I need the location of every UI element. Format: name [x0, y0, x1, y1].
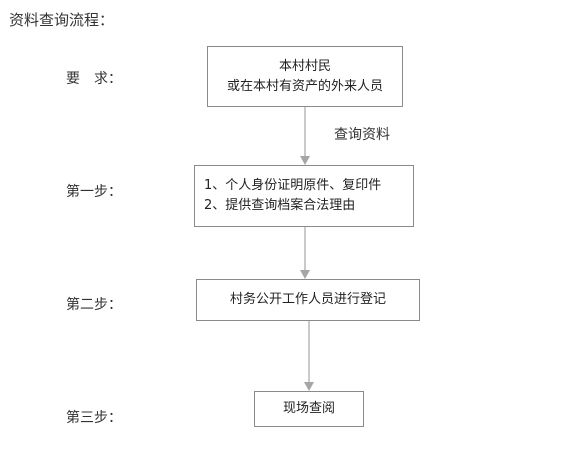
arrow-label: 查询资料	[334, 127, 390, 143]
step-label-2: 第二步：	[66, 297, 122, 313]
arrow-requirement-to-step1	[300, 107, 310, 165]
step-3-box: 现场查阅	[254, 391, 364, 427]
requirement-line-1: 本村村民	[278, 58, 331, 74]
requirement-box: 本村村民 或在本村有资产的外来人员	[207, 46, 403, 107]
step-label-1: 第一步：	[66, 184, 122, 200]
step-1-box: 1、个人身份证明原件、复印件 2、提供查询档案合法理由	[194, 165, 414, 227]
step-1-line-2: 2、提供查询档案合法理由	[204, 198, 356, 213]
step-label-3: 第三步：	[66, 410, 122, 426]
step-3-line-1: 现场查阅	[282, 401, 335, 416]
step-2-line-1: 村务公开工作人员进行登记	[229, 292, 386, 307]
arrow-step2-to-step3	[304, 321, 314, 391]
flow-title: 资料查询流程：	[9, 11, 115, 29]
step-1-line-1: 1、个人身份证明原件、复印件	[204, 178, 382, 193]
step-2-box: 村务公开工作人员进行登记	[196, 279, 420, 321]
requirement-line-2: 或在本村有资产的外来人员	[226, 78, 383, 94]
arrow-step1-to-step2	[300, 227, 310, 279]
step-label-requirement: 要 求：	[66, 71, 122, 87]
